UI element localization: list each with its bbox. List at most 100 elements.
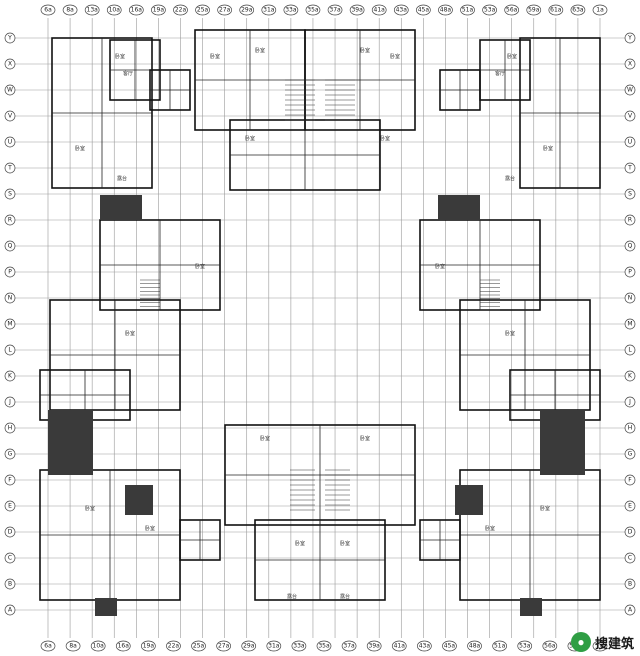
axis-label-left: B [8,581,12,588]
axis-bubble-top [239,4,255,16]
axis-label-top: 29a [241,7,253,14]
axis-label-top: 48a [440,7,452,14]
axis-label-right: Q [628,243,633,250]
room-label-bedroom: 卧室 [360,47,370,54]
axis-label-right: B [628,581,632,588]
room-label-bedroom: 卧室 [115,53,125,60]
axis-bubble-top [261,4,277,16]
room-label-bedroom: 卧室 [260,435,270,442]
axis-label-bottom: 35a [318,643,330,650]
watermark: ● 搜建筑 [570,632,634,652]
axis-bubble-right [624,474,636,486]
axis-label-top: 35a [307,7,319,14]
axis-bubble-left [4,604,16,616]
axis-label-right: A [628,607,633,614]
axis-bubble-bottom [291,640,307,652]
axis-bubble-right [624,422,636,434]
axis-label-right: K [628,373,633,380]
stair-block [325,469,350,511]
axis-bubble-right [624,370,636,382]
axis-label-left: J [8,399,11,406]
axis-bubble-bottom [542,640,558,652]
wechat-icon: ● [570,632,591,652]
axis-label-top: 31a [263,7,275,14]
axis-label-bottom: 1a [596,643,604,650]
axis-label-left: A [8,607,13,614]
axis-label-top: 16a [131,7,143,14]
axis-bubble-top [504,4,520,16]
axis-bubble-bottom [391,640,407,652]
terrace-hatch [438,195,480,220]
axis-bubble-top [482,4,497,16]
axis-bubble-top [548,4,564,16]
axis-label-bottom: 25a [193,643,205,650]
axis-label-top: 8a [66,7,74,14]
axis-label-top: 6a [44,7,52,14]
axis-bubble-right [624,162,636,174]
axis-bubble-bottom [65,640,81,652]
axis-label-top: 13a [87,7,99,14]
axis-bubble-bottom [517,640,533,652]
axis-label-left: M [7,321,12,328]
room-label-bedroom: 卧室 [245,135,255,142]
axis-bubble-bottom [492,640,507,652]
axis-label-top: 22a [175,7,187,14]
axis-bubble-top [438,4,453,16]
axis-bubble-right [624,58,636,70]
axis-bubble-left [4,214,16,226]
axis-bubble-top [84,4,100,16]
axis-label-right: L [628,347,632,354]
axis-label-left: S [8,191,12,198]
axis-bubble-top [327,4,343,16]
axis-label-bottom: 19a [143,643,155,650]
axis-label-top: 61a [550,7,562,14]
axis-bubble-left [4,110,16,122]
axis-label-left: R [8,217,12,224]
room-label-bedroom: 卧室 [540,505,550,512]
axis-bubble-left [4,136,16,148]
axis-bubble-bottom [90,640,106,652]
axis-label-right: T [627,165,632,172]
axis-bubble-left [4,162,16,174]
axis-label-top: 19a [153,7,165,14]
axis-bubble-right [624,396,636,408]
axis-label-bottom: 56a [544,643,556,650]
axis-bubble-left [4,58,16,70]
axis-label-top: 25a [197,7,209,14]
axis-label-right: D [628,529,633,536]
axis-bubble-top [106,4,122,16]
axis-bubble-left [4,500,16,512]
axis-bubble-left [4,474,16,486]
axis-label-top: 39a [351,7,363,14]
axis-label-top: 43a [396,7,408,14]
axis-label-left: E [8,503,12,510]
axis-label-right: Y [627,35,632,42]
axis-bubble-right [624,84,636,96]
axis-label-left: G [8,451,13,458]
axis-label-bottom: 6a [44,643,52,650]
room-label-bedroom: 卧室 [255,47,265,54]
axis-bubble-left [4,318,16,330]
axis-bubble-right [624,448,636,460]
axis-label-top: 37a [329,7,341,14]
axis-label-bottom: 22a [168,643,180,650]
axis-bubble-top [62,4,78,16]
terrace-hatch [455,485,483,515]
room-label-balcony: 露台 [340,593,350,600]
axis-label-bottom: 8a [69,643,77,650]
axis-bubble-top [128,4,144,16]
axis-bubble-bottom [141,640,156,652]
axis-bubble-right [624,240,636,252]
axis-bubble-right [624,526,636,538]
axis-bubble-top [592,4,608,16]
axis-bubble-bottom [442,640,457,652]
axis-label-bottom: 48a [469,643,481,650]
axis-label-bottom: 37a [343,643,355,650]
axis-bubble-left [4,526,16,538]
axis-label-left: V [8,113,13,120]
axis-label-left: X [8,61,12,68]
axis-label-left: N [8,295,13,302]
axis-label-top: 63a [572,7,584,14]
axis-label-right: G [628,451,633,458]
